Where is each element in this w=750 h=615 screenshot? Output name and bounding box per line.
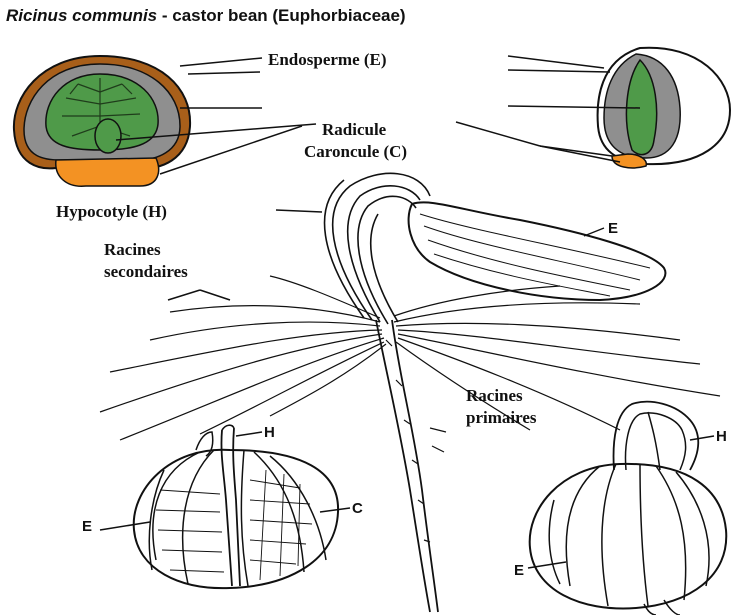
figure-title: Ricinus communis - castor bean (Euphorbi… <box>6 6 746 26</box>
seed-bottom-left <box>134 425 338 588</box>
label-racines-primaires-line1: Racines <box>466 386 523 406</box>
label-hypocotyle: Hypocotyle (H) <box>56 202 167 222</box>
label-racines-primaires-line2: primaires <box>466 408 537 428</box>
label-radicule: Radicule <box>322 120 386 140</box>
label-caroncule: Caroncule (C) <box>304 142 407 162</box>
label-endosperme: Endosperme (E) <box>268 50 387 70</box>
label-racines-secondaires-line1: Racines <box>104 240 161 260</box>
species-name: Ricinus communis <box>6 6 157 25</box>
leader-hypocotyle <box>276 210 322 212</box>
endosperm-seedling <box>409 202 666 300</box>
primary-root <box>376 320 430 612</box>
marker-e-bottom-right: E <box>514 562 524 579</box>
marker-e-seedling: E <box>608 220 618 237</box>
secondary-roots <box>100 276 720 440</box>
caruncle-front <box>56 158 159 186</box>
label-racines-secondaires-line2: secondaires <box>104 262 188 282</box>
marker-h-bottom-right: H <box>716 428 727 445</box>
seed-section-front <box>14 56 190 186</box>
radicle-front <box>95 119 121 153</box>
marker-h-bottom-left: H <box>264 424 275 441</box>
seed-bottom-right <box>530 402 727 615</box>
leader-lines-bottom-right <box>528 436 714 568</box>
marker-c-bottom-left: C <box>352 500 363 517</box>
common-name: - castor bean (Euphorbiaceae) <box>157 6 405 25</box>
marker-e-bottom-left: E <box>82 518 92 535</box>
